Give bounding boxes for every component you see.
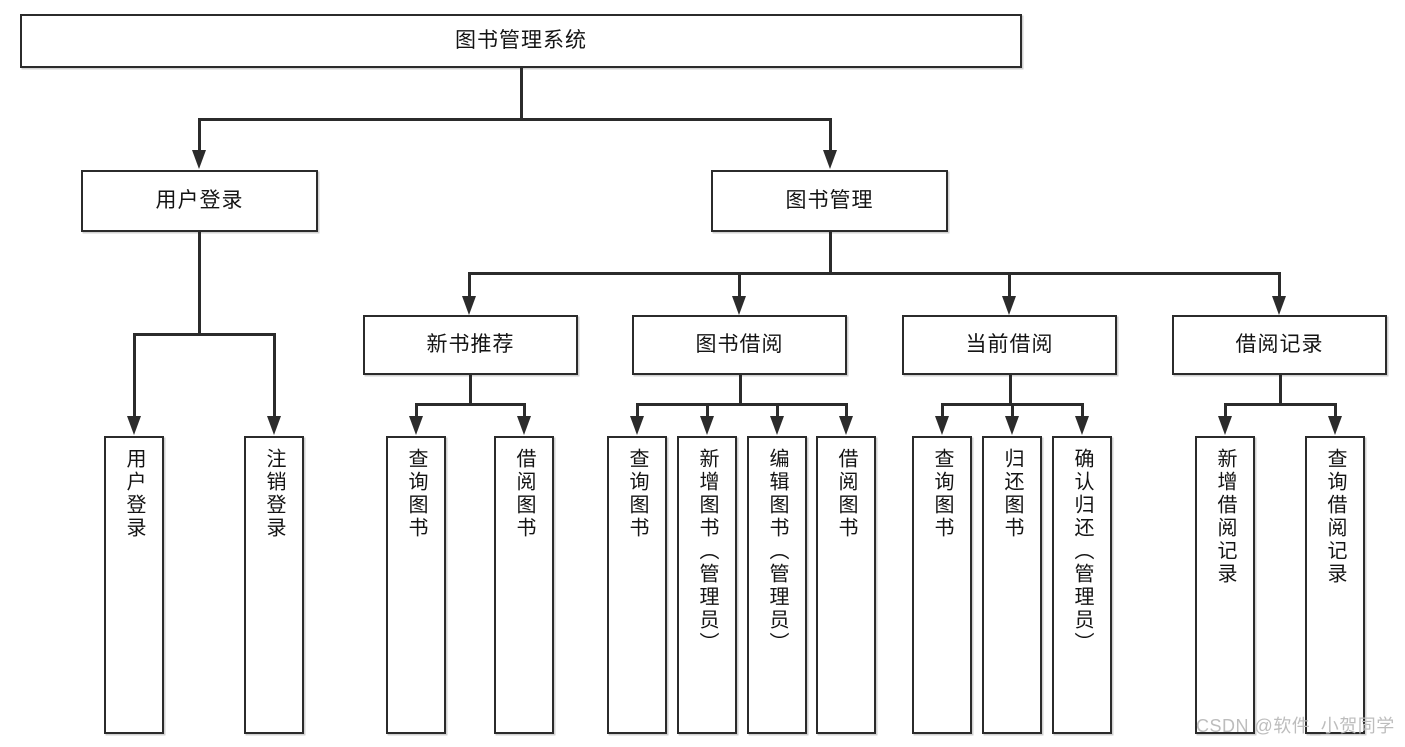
connector-bb-drop-4 (845, 403, 848, 418)
arrowhead-bb-leaf-1 (630, 416, 644, 435)
node-label: 查询图书 (931, 448, 953, 540)
connector-br-drop-2 (1334, 403, 1337, 418)
connector-book-mgmt-bus (468, 272, 1280, 275)
arrowhead-cb-leaf-1 (935, 416, 949, 435)
leaf-bb-add-book-admin[interactable]: 新增图书（管理员） (677, 436, 737, 734)
leaf-bb-query-book[interactable]: 查询图书 (607, 436, 667, 734)
leaf-user-login[interactable]: 用户登录 (104, 436, 164, 734)
arrowhead-nbr-leaf-1 (409, 416, 423, 435)
arrowhead-book-borrow (732, 296, 746, 315)
node-label: 图书管理 (785, 189, 874, 213)
arrowhead-bb-leaf-3 (770, 416, 784, 435)
arrowhead-cb-leaf-3 (1075, 416, 1089, 435)
connector-bb-stem (739, 375, 742, 405)
node-borrow-record[interactable]: 借阅记录 (1172, 315, 1387, 375)
arrowhead-borrow-record (1272, 296, 1286, 315)
connector-nbr-drop-1 (415, 403, 418, 418)
node-label: 查询图书 (626, 448, 648, 540)
connector-br-drop-1 (1224, 403, 1227, 418)
node-label: 用户登录 (123, 448, 145, 540)
node-user-login[interactable]: 用户登录 (81, 170, 318, 232)
connector-br-stem (1279, 375, 1282, 405)
node-label: 编辑图书（管理员） (766, 448, 788, 655)
arrowhead-bb-leaf-4 (839, 416, 853, 435)
leaf-bb-edit-book-admin[interactable]: 编辑图书（管理员） (747, 436, 807, 734)
node-label: 归还图书 (1001, 448, 1023, 540)
node-label: 借阅记录 (1235, 333, 1324, 357)
connector-nbr-stem (469, 375, 472, 405)
connector-cb-drop-1 (941, 403, 944, 418)
connector-bm-drop-new-book (468, 272, 471, 298)
connector-nbr-bus (415, 403, 525, 406)
arrowhead-leaf-logout (267, 416, 281, 435)
arrowhead-cb-leaf-2 (1005, 416, 1019, 435)
connector-nbr-drop-2 (523, 403, 526, 418)
arrowhead-current-borrow (1002, 296, 1016, 315)
node-book-borrow[interactable]: 图书借阅 (632, 315, 847, 375)
connector-bb-drop-3 (776, 403, 779, 418)
connector-cb-drop-2 (1011, 403, 1014, 418)
node-label: 确认归还（管理员） (1071, 448, 1093, 655)
connector-user-login-stem (198, 232, 201, 335)
arrowhead-user-login (192, 150, 206, 169)
connector-cb-stem (1009, 375, 1012, 405)
connector-root-to-user-login (198, 118, 201, 152)
connector-root-stem (520, 68, 523, 119)
arrowhead-br-leaf-2 (1328, 416, 1342, 435)
leaf-nbr-borrow-book[interactable]: 借阅图书 (494, 436, 554, 734)
connector-bm-drop-borrow-record (1278, 272, 1281, 298)
node-book-management-system[interactable]: 图书管理系统 (20, 14, 1022, 68)
node-label: 新书推荐 (426, 333, 515, 357)
watermark-text: CSDN @软件_小贺同学 (1196, 716, 1395, 736)
node-label: 用户登录 (155, 189, 244, 213)
node-label: 新增图书（管理员） (696, 448, 718, 655)
connector-root-bus (198, 118, 832, 121)
connector-user-login-drop-2 (273, 333, 276, 418)
connector-root-to-book-mgmt (829, 118, 832, 152)
connector-bm-drop-book-borrow (738, 272, 741, 298)
node-label: 图书借阅 (695, 333, 784, 357)
node-label: 新增借阅记录 (1214, 448, 1236, 586)
arrowhead-book-mgmt (823, 150, 837, 169)
leaf-bb-borrow-book[interactable]: 借阅图书 (816, 436, 876, 734)
leaf-nbr-query-book[interactable]: 查询图书 (386, 436, 446, 734)
connector-bb-drop-1 (636, 403, 639, 418)
arrowhead-nbr-leaf-2 (517, 416, 531, 435)
arrowhead-leaf-user-login (127, 416, 141, 435)
node-label: 注销登录 (263, 448, 285, 540)
leaf-cb-return-book[interactable]: 归还图书 (982, 436, 1042, 734)
node-label: 图书管理系统 (455, 29, 587, 53)
node-new-book-recommend[interactable]: 新书推荐 (363, 315, 578, 375)
node-current-borrow[interactable]: 当前借阅 (902, 315, 1117, 375)
node-book-management[interactable]: 图书管理 (711, 170, 948, 232)
connector-bb-drop-2 (706, 403, 709, 418)
connector-user-login-drop-1 (133, 333, 136, 418)
leaf-logout[interactable]: 注销登录 (244, 436, 304, 734)
node-label: 借阅图书 (835, 448, 857, 540)
connector-br-bus (1224, 403, 1336, 406)
connector-book-mgmt-stem (829, 232, 832, 274)
leaf-br-query-record[interactable]: 查询借阅记录 (1305, 436, 1365, 734)
node-label: 当前借阅 (965, 333, 1054, 357)
node-label: 查询借阅记录 (1324, 448, 1346, 586)
connector-bb-bus (636, 403, 847, 406)
arrowhead-new-book-recommend (462, 296, 476, 315)
arrowhead-bb-leaf-2 (700, 416, 714, 435)
connector-bm-drop-current-borrow (1008, 272, 1011, 298)
node-label: 借阅图书 (513, 448, 535, 540)
arrowhead-br-leaf-1 (1218, 416, 1232, 435)
connector-cb-drop-3 (1081, 403, 1084, 418)
leaf-br-add-record[interactable]: 新增借阅记录 (1195, 436, 1255, 734)
connector-user-login-bus (133, 333, 275, 336)
node-label: 查询图书 (405, 448, 427, 540)
leaf-cb-query-book[interactable]: 查询图书 (912, 436, 972, 734)
leaf-cb-confirm-return-admin[interactable]: 确认归还（管理员） (1052, 436, 1112, 734)
